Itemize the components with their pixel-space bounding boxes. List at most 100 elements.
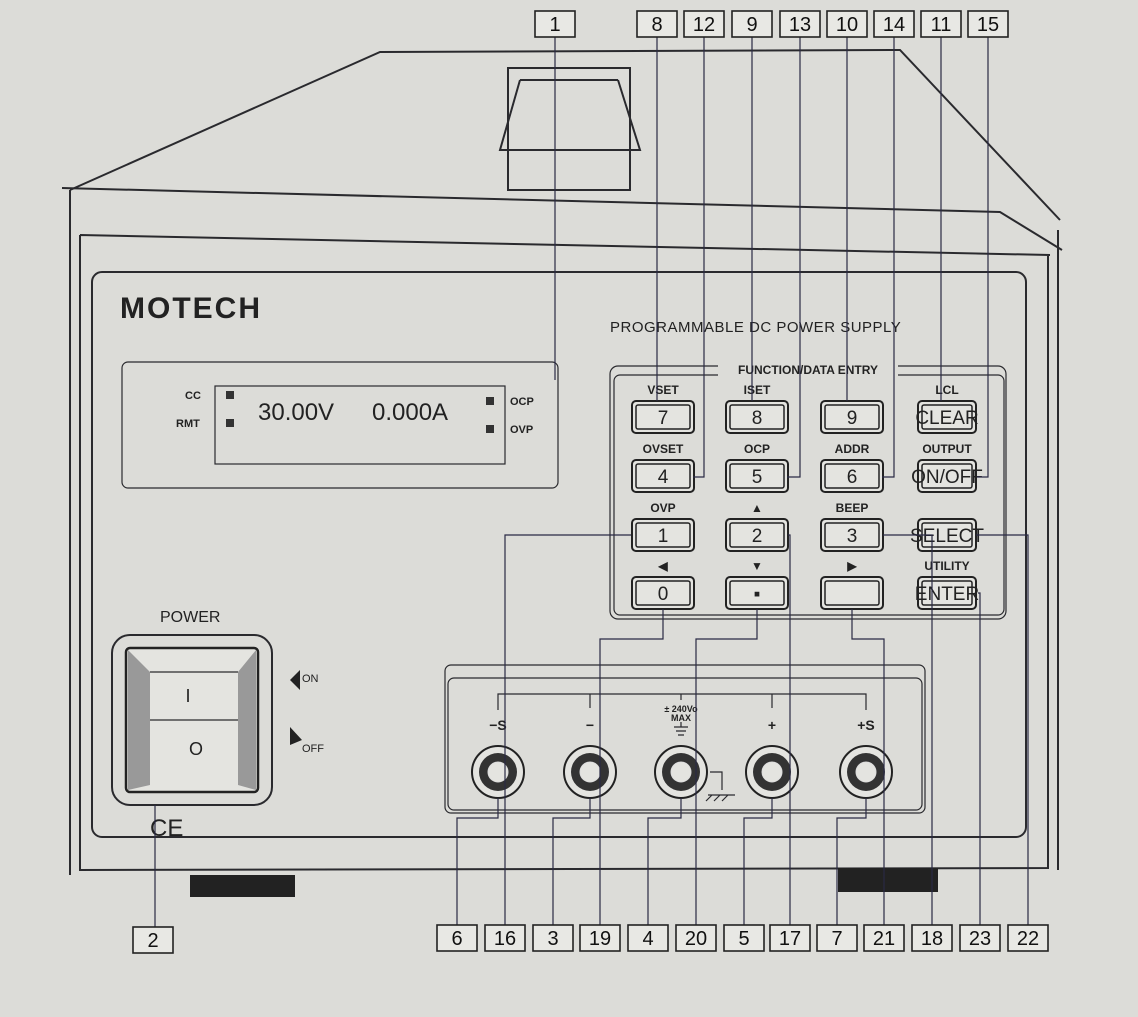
ocp-led	[486, 397, 494, 405]
terminal-jack[interactable]	[839, 745, 893, 799]
callout-number: 5	[723, 924, 765, 952]
callout-number: 3	[532, 924, 574, 952]
key-label: 9	[847, 408, 858, 429]
terminal-label: ± 240Vo	[664, 704, 698, 714]
key-function-label: OVSET	[643, 442, 684, 456]
leader-line	[647, 798, 682, 925]
key-6[interactable]: 6	[820, 459, 884, 493]
callout-number: 10	[826, 10, 868, 38]
key-function-label: LCL	[935, 383, 958, 397]
callout-number: 1	[534, 10, 576, 38]
terminal-jack[interactable]	[745, 745, 799, 799]
key-1[interactable]: 1	[631, 518, 695, 552]
svg-text:19: 19	[589, 928, 611, 950]
callout-number: 12	[683, 10, 725, 38]
key-function-label: UTILITY	[924, 559, 969, 573]
key-clear[interactable]: CLEAR	[915, 400, 979, 434]
key-0[interactable]: 0	[631, 576, 695, 610]
display-panel: CC RMT 30.00V 0.000A OCP OVP	[121, 361, 559, 489]
key-label: ENTER	[915, 584, 979, 605]
leader-line	[978, 592, 981, 925]
callout-number: 11	[920, 10, 962, 38]
svg-text:16: 16	[494, 928, 516, 950]
callout-number: 16	[484, 924, 526, 952]
key-4[interactable]: 4	[631, 459, 695, 493]
key-7[interactable]: 7	[631, 400, 695, 434]
callout-number: 6	[436, 924, 478, 952]
callout-number: 7	[816, 924, 858, 952]
off-label: OFF	[302, 743, 324, 755]
key-label: 2	[752, 526, 763, 547]
key-enter[interactable]: ENTER	[915, 576, 979, 610]
power-switch[interactable]: I O	[124, 646, 260, 794]
terminal-jack[interactable]	[563, 745, 617, 799]
chassis	[61, 48, 1063, 897]
key-9[interactable]: 9	[820, 400, 884, 434]
key-function-label: ADDR	[835, 442, 870, 456]
key-label: 5	[752, 467, 763, 488]
leader-line	[456, 798, 499, 925]
power-switch-area: POWER I O ON OFF CE	[111, 609, 324, 842]
callout-number: 20	[675, 924, 717, 952]
key-dot[interactable]: ▪	[725, 576, 789, 610]
terminal-jack[interactable]	[471, 745, 525, 799]
key-2[interactable]: 2	[725, 518, 789, 552]
svg-text:3: 3	[547, 928, 558, 950]
svg-text:17: 17	[779, 928, 801, 950]
key-label: 3	[847, 526, 858, 547]
key-label: 1	[658, 526, 669, 547]
terminal-label: −	[586, 717, 594, 733]
leader-line	[504, 534, 631, 925]
callout-number: 23	[959, 924, 1001, 952]
callout-number: 18	[911, 924, 953, 952]
svg-text:12: 12	[693, 14, 715, 36]
callout-number: 13	[779, 10, 821, 38]
key-onoff[interactable]: ON/OFF	[911, 459, 983, 493]
key-8[interactable]: 8	[725, 400, 789, 434]
callout-number: 21	[863, 924, 905, 952]
power-off-mark: O	[189, 739, 203, 759]
ovp-indicator-label: OVP	[510, 424, 533, 436]
terminal-label: +	[768, 717, 776, 733]
key-function-label: OUTPUT	[922, 442, 972, 456]
key-function-label: OCP	[744, 442, 770, 456]
svg-text:5: 5	[738, 928, 749, 950]
callout-number: 19	[579, 924, 621, 952]
key-5[interactable]: 5	[725, 459, 789, 493]
svg-text:13: 13	[789, 14, 811, 36]
ground-icon	[674, 722, 688, 736]
ovp-led	[486, 425, 494, 433]
key-label: 4	[658, 467, 669, 488]
callout-number: 14	[873, 10, 915, 38]
callout-number: 17	[769, 924, 811, 952]
terminal-label: +S	[857, 717, 875, 733]
svg-text:10: 10	[836, 14, 858, 36]
cc-led	[226, 391, 234, 399]
leader-line	[693, 37, 705, 478]
product-title: PROGRAMMABLE DC POWER SUPPLY	[610, 319, 901, 336]
svg-text:21: 21	[873, 928, 895, 950]
leader-line	[787, 37, 801, 478]
leader-line	[851, 609, 885, 925]
power-label: POWER	[160, 609, 220, 626]
key-3[interactable]: 3	[820, 518, 884, 552]
key-blank[interactable]	[820, 576, 884, 610]
cc-indicator-label: CC	[185, 390, 201, 402]
leader-line	[695, 609, 758, 925]
key-function-label: ▶	[846, 559, 857, 573]
svg-text:4: 4	[642, 928, 653, 950]
key-function-label: ▼	[751, 559, 763, 573]
terminal-jack[interactable]	[654, 745, 708, 799]
callout-number: 15	[967, 10, 1009, 38]
svg-text:9: 9	[746, 14, 757, 36]
brand-logo: MOTECH	[120, 292, 262, 325]
key-label: SELECT	[910, 526, 984, 547]
off-arrow-icon	[290, 727, 302, 745]
key-function-label: VSET	[647, 383, 679, 397]
svg-text:20: 20	[685, 928, 707, 950]
leader-line	[883, 534, 933, 925]
terminal-label: −S	[489, 717, 507, 733]
svg-text:1: 1	[549, 14, 560, 36]
callout-number: 8	[636, 10, 678, 38]
